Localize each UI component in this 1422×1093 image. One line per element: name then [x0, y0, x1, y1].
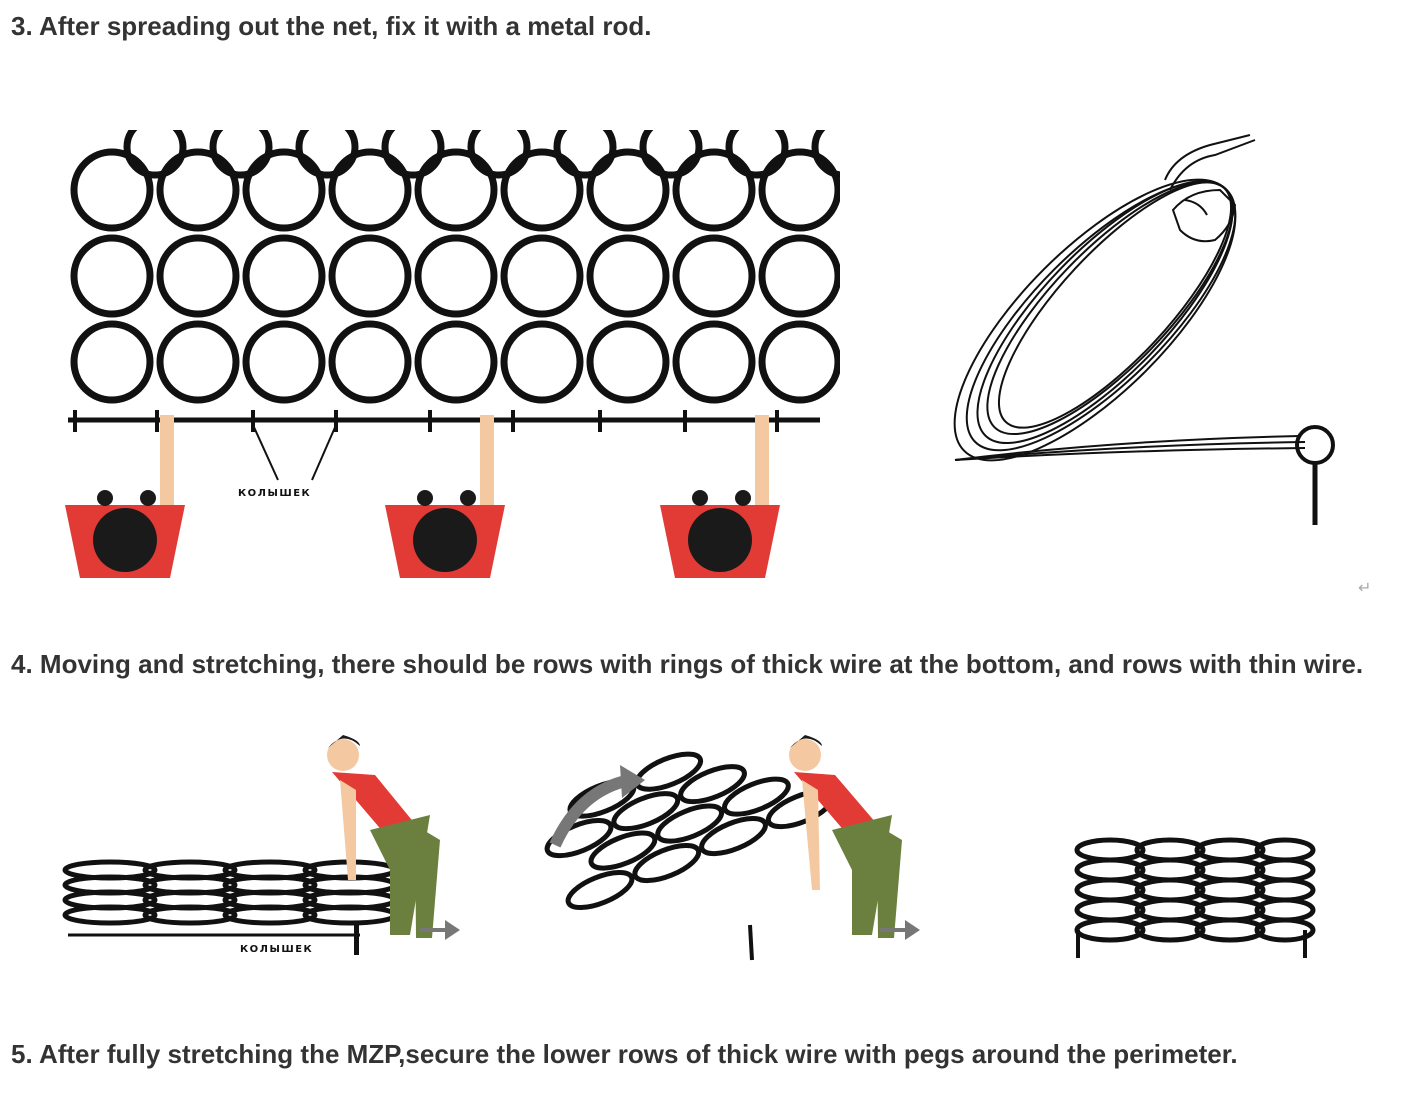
net-ring — [725, 130, 789, 179]
step-4-text: 4. Moving and stretching, there should b… — [11, 649, 1364, 679]
net-ring — [500, 148, 584, 232]
net-ring — [70, 234, 154, 318]
stretching-sequence-illustration: КОЛЫШЕК — [62, 735, 1316, 961]
net-ring — [381, 130, 445, 179]
net-ring — [123, 130, 187, 179]
net-ring — [156, 148, 240, 232]
net-ring — [672, 234, 756, 318]
net-ring — [467, 130, 531, 179]
net-ring — [414, 148, 498, 232]
net-ring — [639, 130, 703, 179]
net-ring — [672, 148, 756, 232]
worker-side-a — [327, 735, 440, 938]
net-ring — [328, 234, 412, 318]
net-ring — [414, 320, 498, 404]
flat-net — [62, 859, 398, 926]
net-ring — [758, 148, 840, 232]
net-ring — [553, 130, 617, 179]
net-ring — [242, 320, 326, 404]
net-ring — [328, 320, 412, 404]
stretched-net — [1074, 837, 1316, 943]
net-ring — [209, 130, 273, 179]
workers-top-view — [65, 415, 780, 578]
net-ring — [242, 234, 326, 318]
net-ring — [242, 148, 326, 232]
peg-label: КОЛЫШЕК — [238, 488, 311, 499]
wire-coil-illustration — [953, 134, 1335, 525]
net-ring — [672, 320, 756, 404]
net-ring — [586, 148, 670, 232]
net-rings — [68, 130, 840, 432]
worker-top-view — [65, 415, 185, 578]
net-ring — [328, 148, 412, 232]
return-mark: ↵ — [1358, 578, 1372, 597]
worker-side-b — [789, 735, 902, 938]
net-ring — [758, 320, 840, 404]
net-ring — [586, 234, 670, 318]
step-5-text: 5. After fully stretching the MZP,secure… — [11, 1039, 1238, 1069]
net-ring — [414, 234, 498, 318]
net-ring — [156, 320, 240, 404]
net-ring — [758, 234, 840, 318]
net-ring — [70, 320, 154, 404]
net-fixing-illustration: КОЛЫШЕК — [65, 130, 840, 578]
net-ring — [295, 130, 359, 179]
net-ring — [70, 148, 154, 232]
net-ring — [811, 130, 840, 179]
step-3-text: 3. After spreading out the net, fix it w… — [11, 11, 652, 41]
net-ring — [500, 234, 584, 318]
worker-top-view — [385, 415, 505, 578]
net-ring — [586, 320, 670, 404]
net-ring — [156, 234, 240, 318]
worker-top-view — [660, 415, 780, 578]
lifted-net — [544, 751, 835, 911]
peg-label-2: КОЛЫШЕК — [240, 944, 313, 955]
net-ring — [500, 320, 584, 404]
peg-lines — [252, 424, 337, 481]
